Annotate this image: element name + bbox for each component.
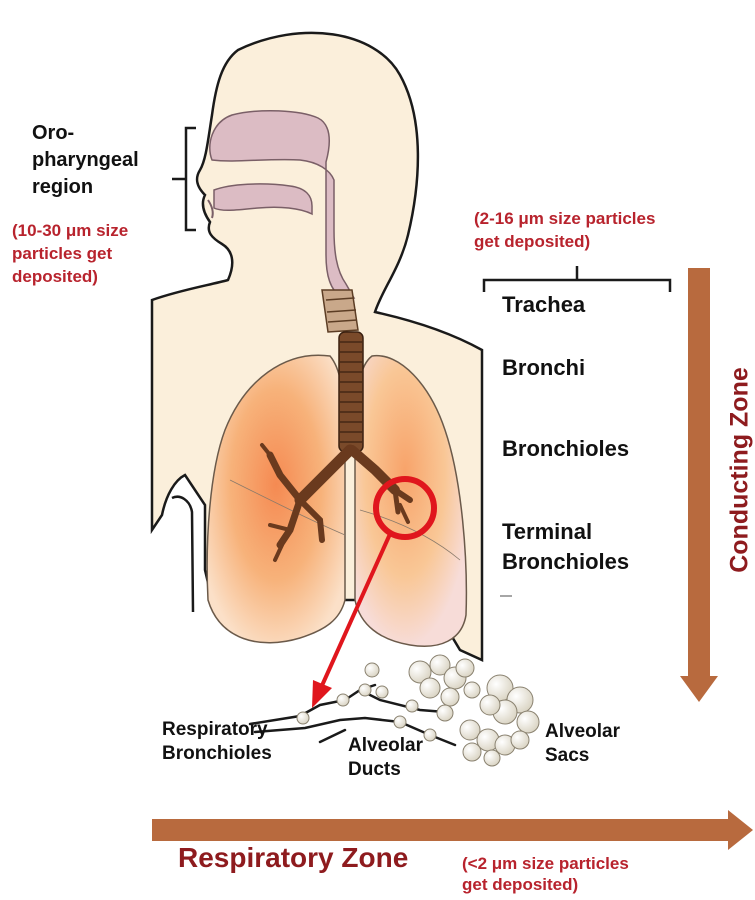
conducting-zone-bracket <box>484 266 670 292</box>
resp-note-line-2: get deposited) <box>462 874 702 895</box>
oropharyngeal-label: Oro- pharyngeal region <box>32 120 172 201</box>
terminal-bronchioles-label: Terminal Bronchioles <box>502 517 629 577</box>
conducting-zone-label: Conducting Zone <box>726 367 755 573</box>
alveolar-ducts-label: Alveolar Ducts <box>348 734 423 782</box>
respiratory-zone-arrow-shaft <box>152 819 732 841</box>
terminal-line-1: Terminal <box>502 517 629 547</box>
oropharyngeal-particle-note: (10-30 μm size particles get deposited) <box>12 219 187 288</box>
oro-note-line-3: deposited) <box>12 265 187 288</box>
conducting-zone-arrow-head <box>680 676 718 702</box>
bronchioles-label: Bronchioles <box>502 434 629 464</box>
respiratory-particle-note: (<2 μm size particles get deposited) <box>462 853 702 895</box>
ducts-line-1: Alveolar <box>348 734 423 758</box>
trachea-label: Trachea <box>502 290 585 320</box>
resp-note-line-1: (<2 μm size particles <box>462 853 702 874</box>
respiratory-zone-label: Respiratory Zone <box>178 841 408 875</box>
oropharyngeal-bracket <box>172 128 196 230</box>
oro-line-3: region <box>32 174 172 201</box>
ducts-line-2: Ducts <box>348 758 423 782</box>
conducting-note-line-2: get deposited) <box>474 230 734 253</box>
alveolar-sacs-label: Alveolar Sacs <box>545 720 620 768</box>
oro-line-2: pharyngeal <box>32 147 172 174</box>
sacs-line-2: Sacs <box>545 744 620 768</box>
conducting-note-line-1: (2-16 μm size particles <box>474 207 734 230</box>
conducting-particle-note: (2-16 μm size particles get deposited) <box>474 207 734 253</box>
respiratory-bronchioles-label: Respiratory Bronchioles <box>162 718 272 766</box>
oro-line-1: Oro- <box>32 120 172 147</box>
terminal-line-2: Bronchioles <box>502 547 629 577</box>
bronchi-label: Bronchi <box>502 353 585 383</box>
respiratory-zone-arrow-head <box>728 810 753 850</box>
oro-note-line-1: (10-30 μm size <box>12 219 187 242</box>
resp-bronchioles-line-1: Respiratory <box>162 718 272 742</box>
oro-note-line-2: particles get <box>12 242 187 265</box>
sacs-line-1: Alveolar <box>545 720 620 744</box>
arm-outline <box>172 497 193 612</box>
resp-bronchioles-line-2: Bronchioles <box>162 742 272 766</box>
conducting-zone-arrow-shaft <box>688 268 710 678</box>
